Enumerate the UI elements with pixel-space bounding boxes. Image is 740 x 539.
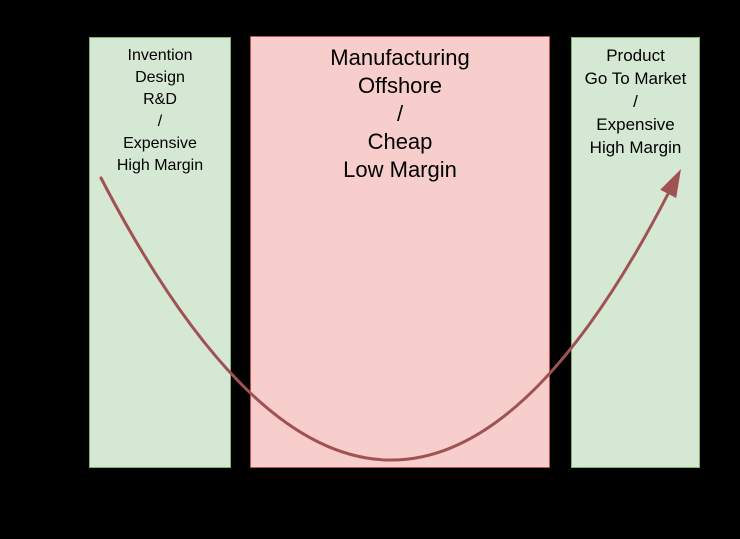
- stage-invention-line-3: R&D: [143, 91, 177, 108]
- stage-box-product-go-to-market: Product Go To Market / Expensive High Ma…: [571, 37, 700, 468]
- stage-product-line-3: /: [633, 92, 638, 111]
- stage-manufacturing-line-1: Manufacturing: [330, 45, 470, 70]
- stage-product-line-5: High Margin: [589, 138, 682, 157]
- stage-manufacturing-line-2: Offshore: [358, 73, 442, 98]
- stage-box-invention-design-rnd: Invention Design R&D / Expensive High Ma…: [89, 37, 231, 468]
- stage-product-line-4: Expensive: [596, 115, 675, 134]
- stage-manufacturing-line-3: /: [396, 101, 404, 126]
- stage-box-manufacturing-offshore: Manufacturing Offshore / Cheap Low Margi…: [250, 36, 550, 468]
- stage-invention-line-6: High Margin: [116, 157, 204, 174]
- stage-manufacturing-line-4: Cheap: [367, 129, 433, 154]
- stage-invention-line-2: Design: [135, 69, 185, 86]
- stage-invention-line-1: Invention: [127, 47, 193, 64]
- stage-invention-line-5: Expensive: [123, 135, 197, 152]
- stage-product-line-2: Go To Market: [584, 69, 687, 88]
- stage-invention-line-4: /: [157, 113, 163, 130]
- stage-product-line-1: Product: [606, 46, 665, 65]
- stage-manufacturing-line-5: Low Margin: [343, 157, 457, 182]
